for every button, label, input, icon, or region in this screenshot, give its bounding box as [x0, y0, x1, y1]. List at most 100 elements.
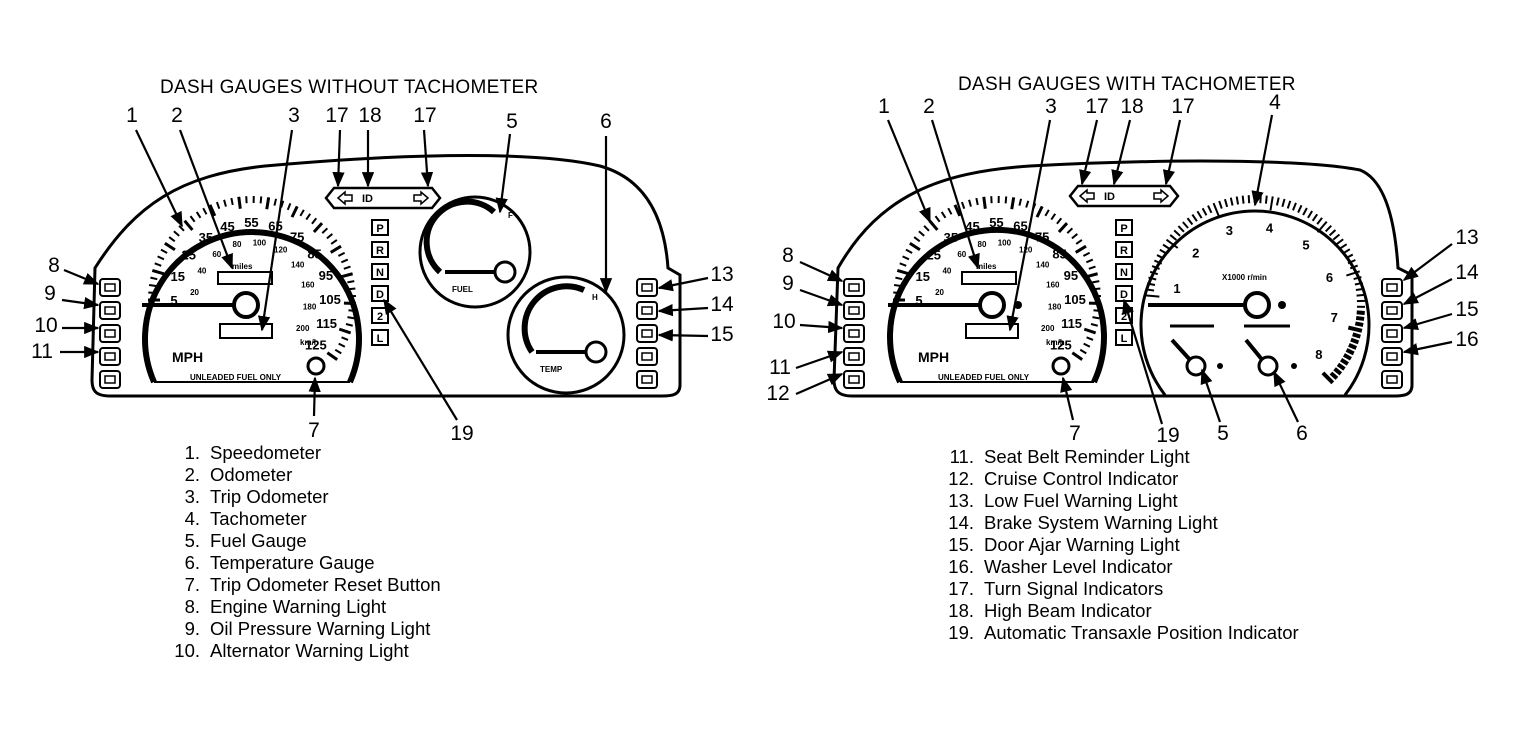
callout-arrow — [1273, 370, 1299, 423]
callout-arrow — [1402, 312, 1453, 331]
legend-item-number: 4. — [184, 508, 200, 529]
legend-item-label: Temperature Gauge — [210, 552, 375, 573]
right-turn-right-icon — [1153, 188, 1170, 204]
callout-arrow — [1162, 119, 1182, 186]
callout-number: 2 — [923, 95, 935, 118]
left-speed-tick-label: 25 — [182, 247, 196, 262]
legend-item: 8.Engine Warning Light — [166, 596, 441, 618]
callout-arrow — [657, 304, 709, 317]
left-kmh-tick-label: 160 — [301, 280, 315, 289]
gear-position-label: N — [376, 267, 384, 279]
right-speed-tick-label: 5 — [915, 293, 922, 308]
left-high-beam-icon: ID — [362, 193, 373, 205]
warning-light — [843, 370, 865, 389]
gear-position-box — [1115, 263, 1133, 280]
callout-number: 19 — [1156, 424, 1179, 447]
left-speed-tick-label: 15 — [171, 269, 185, 284]
gear-position-box — [1115, 329, 1133, 346]
legend-item-label: Seat Belt Reminder Light — [984, 446, 1190, 467]
callout-number: 9 — [44, 282, 56, 305]
callout-number: 5 — [506, 110, 518, 133]
gear-position-box — [1115, 219, 1133, 236]
right-title: DASH GAUGES WITH TACHOMETER — [958, 74, 1296, 95]
callout-number: 2 — [171, 104, 183, 127]
legend-item: 3.Trip Odometer — [166, 486, 441, 508]
legend-item-number: 2. — [184, 464, 200, 485]
warning-light — [1381, 278, 1403, 297]
callout-number: 11 — [769, 356, 791, 379]
left-turn-left-icon — [336, 190, 353, 206]
callout-arrow — [420, 129, 434, 188]
right-kmh-tick-label: 140 — [1036, 260, 1050, 269]
legend-item-label: Cruise Control Indicator — [984, 468, 1179, 489]
callout-number: 16 — [1455, 328, 1478, 351]
callout-number: 9 — [782, 272, 794, 295]
warning-light — [636, 278, 658, 297]
legend-item-number: 8. — [184, 596, 200, 617]
legend-item: 4.Tachometer — [166, 508, 441, 530]
callout-arrow — [61, 296, 100, 310]
left-speedometer-ticks — [148, 195, 356, 361]
tachometer-tick-label: 5 — [1302, 237, 1309, 252]
callout-arrow — [495, 133, 512, 214]
legend-item: 18.High Beam Indicator — [940, 600, 1299, 622]
warning-light — [1381, 324, 1403, 343]
legend-item-number: 18. — [948, 600, 974, 621]
legend-item-label: Door Ajar Warning Light — [984, 534, 1180, 555]
left-speed-tick-label: 115 — [316, 316, 337, 331]
callout-number: 8 — [782, 244, 794, 267]
warning-light — [99, 324, 121, 343]
right-trip-reset-button — [1051, 356, 1071, 376]
callout-number: 17 — [1085, 95, 1108, 118]
callout-arrow — [1402, 278, 1453, 305]
right-speed-tick-label: 125 — [1050, 338, 1072, 353]
right-kmh-tick-label: 60 — [957, 250, 966, 259]
right-odometer-label: miles — [976, 262, 997, 271]
tachometer-tick-label: 8 — [1315, 347, 1322, 362]
callout-number: 18 — [358, 104, 381, 127]
callout-number: 3 — [288, 104, 300, 127]
gear-position-label: P — [376, 223, 383, 235]
legend-item: 17.Turn Signal Indicators — [940, 578, 1299, 600]
warning-light — [1381, 301, 1403, 320]
legend-item-number: 13. — [948, 490, 974, 511]
legend-item: 9.Oil Pressure Warning Light — [166, 618, 441, 640]
left-kmh-tick-label: 100 — [253, 238, 267, 247]
left-speed-tick-label: 5 — [170, 293, 177, 308]
right-speed-tick-label: 105 — [1064, 292, 1086, 307]
warning-light — [1381, 347, 1403, 366]
legend-item: 7.Trip Odometer Reset Button — [166, 574, 441, 596]
legend-item-label: Speedometer — [210, 442, 322, 463]
legend-item-number: 3. — [184, 486, 200, 507]
right-speed-tick-label: 85 — [1052, 246, 1066, 261]
warning-light — [636, 370, 658, 389]
warning-light — [99, 278, 121, 297]
right-warning-lights-right — [1381, 278, 1403, 389]
tachometer-tick-label: 4 — [1266, 220, 1274, 235]
left-odometer — [217, 271, 273, 285]
warning-light — [99, 301, 121, 320]
callout-number: 12 — [766, 382, 789, 405]
right-kmh-tick-label: 20 — [935, 288, 944, 297]
right-speed-tick-label: 95 — [1064, 268, 1078, 283]
warning-light — [636, 324, 658, 343]
gear-position-box — [371, 285, 389, 302]
warning-light — [843, 301, 865, 320]
left-fuel-note: UNLEADED FUEL ONLY — [190, 373, 282, 382]
callout-number: 17 — [325, 104, 348, 127]
callout-arrow — [657, 276, 709, 292]
gear-position-label: N — [1120, 267, 1128, 279]
legend-item-number: 11. — [949, 446, 974, 467]
tachometer-hub — [1243, 291, 1271, 319]
left-speedometer-hub — [232, 291, 260, 319]
callout-arrow — [1402, 340, 1453, 356]
callout-arrow — [135, 129, 183, 228]
gear-position-box — [371, 329, 389, 346]
legend-item-label: Odometer — [210, 464, 293, 485]
warning-light — [636, 347, 658, 366]
legend-item-number: 10. — [174, 640, 200, 661]
callout-arrow — [1200, 368, 1222, 423]
left-speed-tick-label: 105 — [319, 292, 341, 307]
